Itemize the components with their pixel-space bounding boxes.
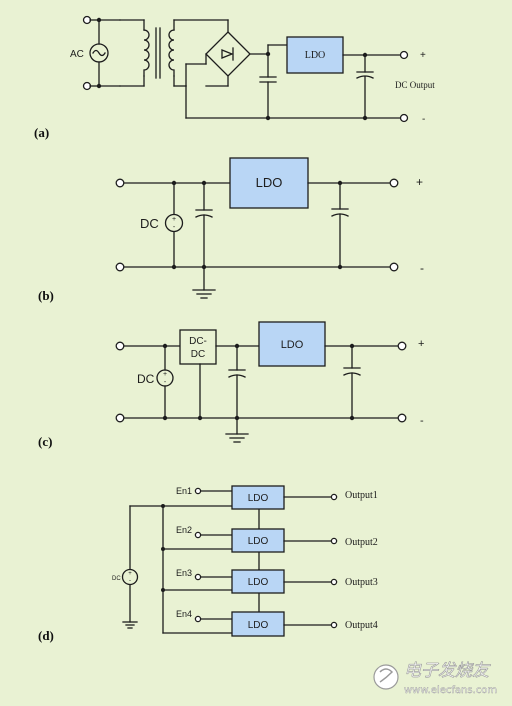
channel-3: En3 LDO Output3 [176,568,378,594]
minus-label-c: - [420,415,424,427]
output-label-1: Output1 [345,490,378,501]
enable-terminal-3 [194,573,202,581]
enable-terminal-4 [194,615,202,623]
channel-2: En2 LDO Output2 [176,525,378,553]
transformer-symbol [143,27,175,79]
ldo-label-d2: LDO [248,536,269,547]
minus-label-b: - [420,261,424,275]
ldo-label-d4: LDO [248,620,269,631]
output-terminal-4 [330,621,338,629]
watermark-url: www.elecfans.com [404,685,497,696]
panel-b: + - DC LDO + - (b) [38,157,424,303]
capacitor-a1 [259,76,277,83]
enable-terminal-2 [194,531,202,539]
output-label-2: Output2 [345,537,378,548]
dc-label-b: DC [140,216,159,231]
output-terminal-2 [330,537,338,545]
output-terminal-plus-c [397,341,407,351]
channel-1: En1 LDO Output1 [176,485,378,510]
input-terminal-minus-b [115,262,125,272]
capacitor-a2 [356,71,374,79]
ground-symbol-d [122,621,138,629]
dcdc-label-line1: DC- [189,336,207,347]
panel-b-label: (b) [38,288,54,303]
output-terminal-plus-b [389,178,399,188]
svg-text:+: + [172,216,176,223]
channel-4: En4 LDO Output4 [176,609,378,637]
enable-label-4: En4 [176,609,192,619]
enable-label-2: En2 [176,525,192,535]
dc-output-terminal-plus [399,50,409,60]
ldo-block-b [229,157,309,209]
svg-text:-: - [164,379,167,386]
enable-label-3: En3 [176,568,192,578]
svg-text:-: - [129,578,131,584]
svg-text:+: + [128,571,132,577]
panel-d: + - DC En1 LDO Output1 [38,485,378,643]
ldo-label-c: LDO [281,339,304,351]
dc-source-d: + - [121,568,139,586]
plus-label-c: + [418,338,424,350]
svg-text:-: - [173,224,176,231]
ground-symbol-c [225,433,249,443]
panel-a: AC [34,15,435,140]
panel-a-label: (a) [34,125,49,140]
dc-label-d: DC [112,576,121,582]
dcdc-label-line2: DC [191,349,205,360]
input-terminal-plus-c [115,341,125,351]
input-terminal-plus-b [115,178,125,188]
watermark-logo-icon [373,664,399,690]
input-terminal-minus-c [115,413,125,423]
enable-terminal-1 [194,487,202,495]
dcdc-converter-block [179,329,217,365]
output-terminal-1 [330,493,338,501]
dc-output-label: DC Output [395,80,435,90]
watermark-text: 电子发烧友 [404,661,491,681]
dc-source-b: + - [164,213,184,233]
ground-symbol-b [192,289,216,299]
ldo-block-a [286,36,344,74]
enable-label-1: En1 [176,486,192,496]
ac-source-symbol [89,43,109,63]
watermark: 电子发烧友 www.elecfans.com [373,661,497,696]
output-label-3: Output3 [345,577,378,588]
ac-label: AC [70,49,84,60]
panel-d-label: (d) [38,628,54,643]
svg-text:+: + [163,371,167,378]
dc-label-c: DC [137,372,155,386]
ldo-label-d1: LDO [248,493,269,504]
dc-output-terminal-minus [399,113,409,123]
dc-source-c: + - [156,369,174,387]
bridge-rectifier [205,19,251,87]
plus-label-a: + [420,50,426,61]
panel-c-label: (c) [38,434,52,449]
ldo-label-d3: LDO [248,577,269,588]
panel-c: + - DC DC- DC LDO + - [38,321,424,449]
ldo-block-d4 [231,611,285,637]
output-terminal-minus-c [397,413,407,423]
ldo-label-a: LDO [305,50,326,61]
output-terminal-minus-b [389,262,399,272]
ldo-label-b: LDO [256,175,283,190]
ldo-block-c [258,321,326,367]
plus-label-b: + [416,175,423,189]
output-terminal-3 [330,578,338,586]
output-label-4: Output4 [345,620,378,631]
minus-label-a: - [422,114,425,125]
